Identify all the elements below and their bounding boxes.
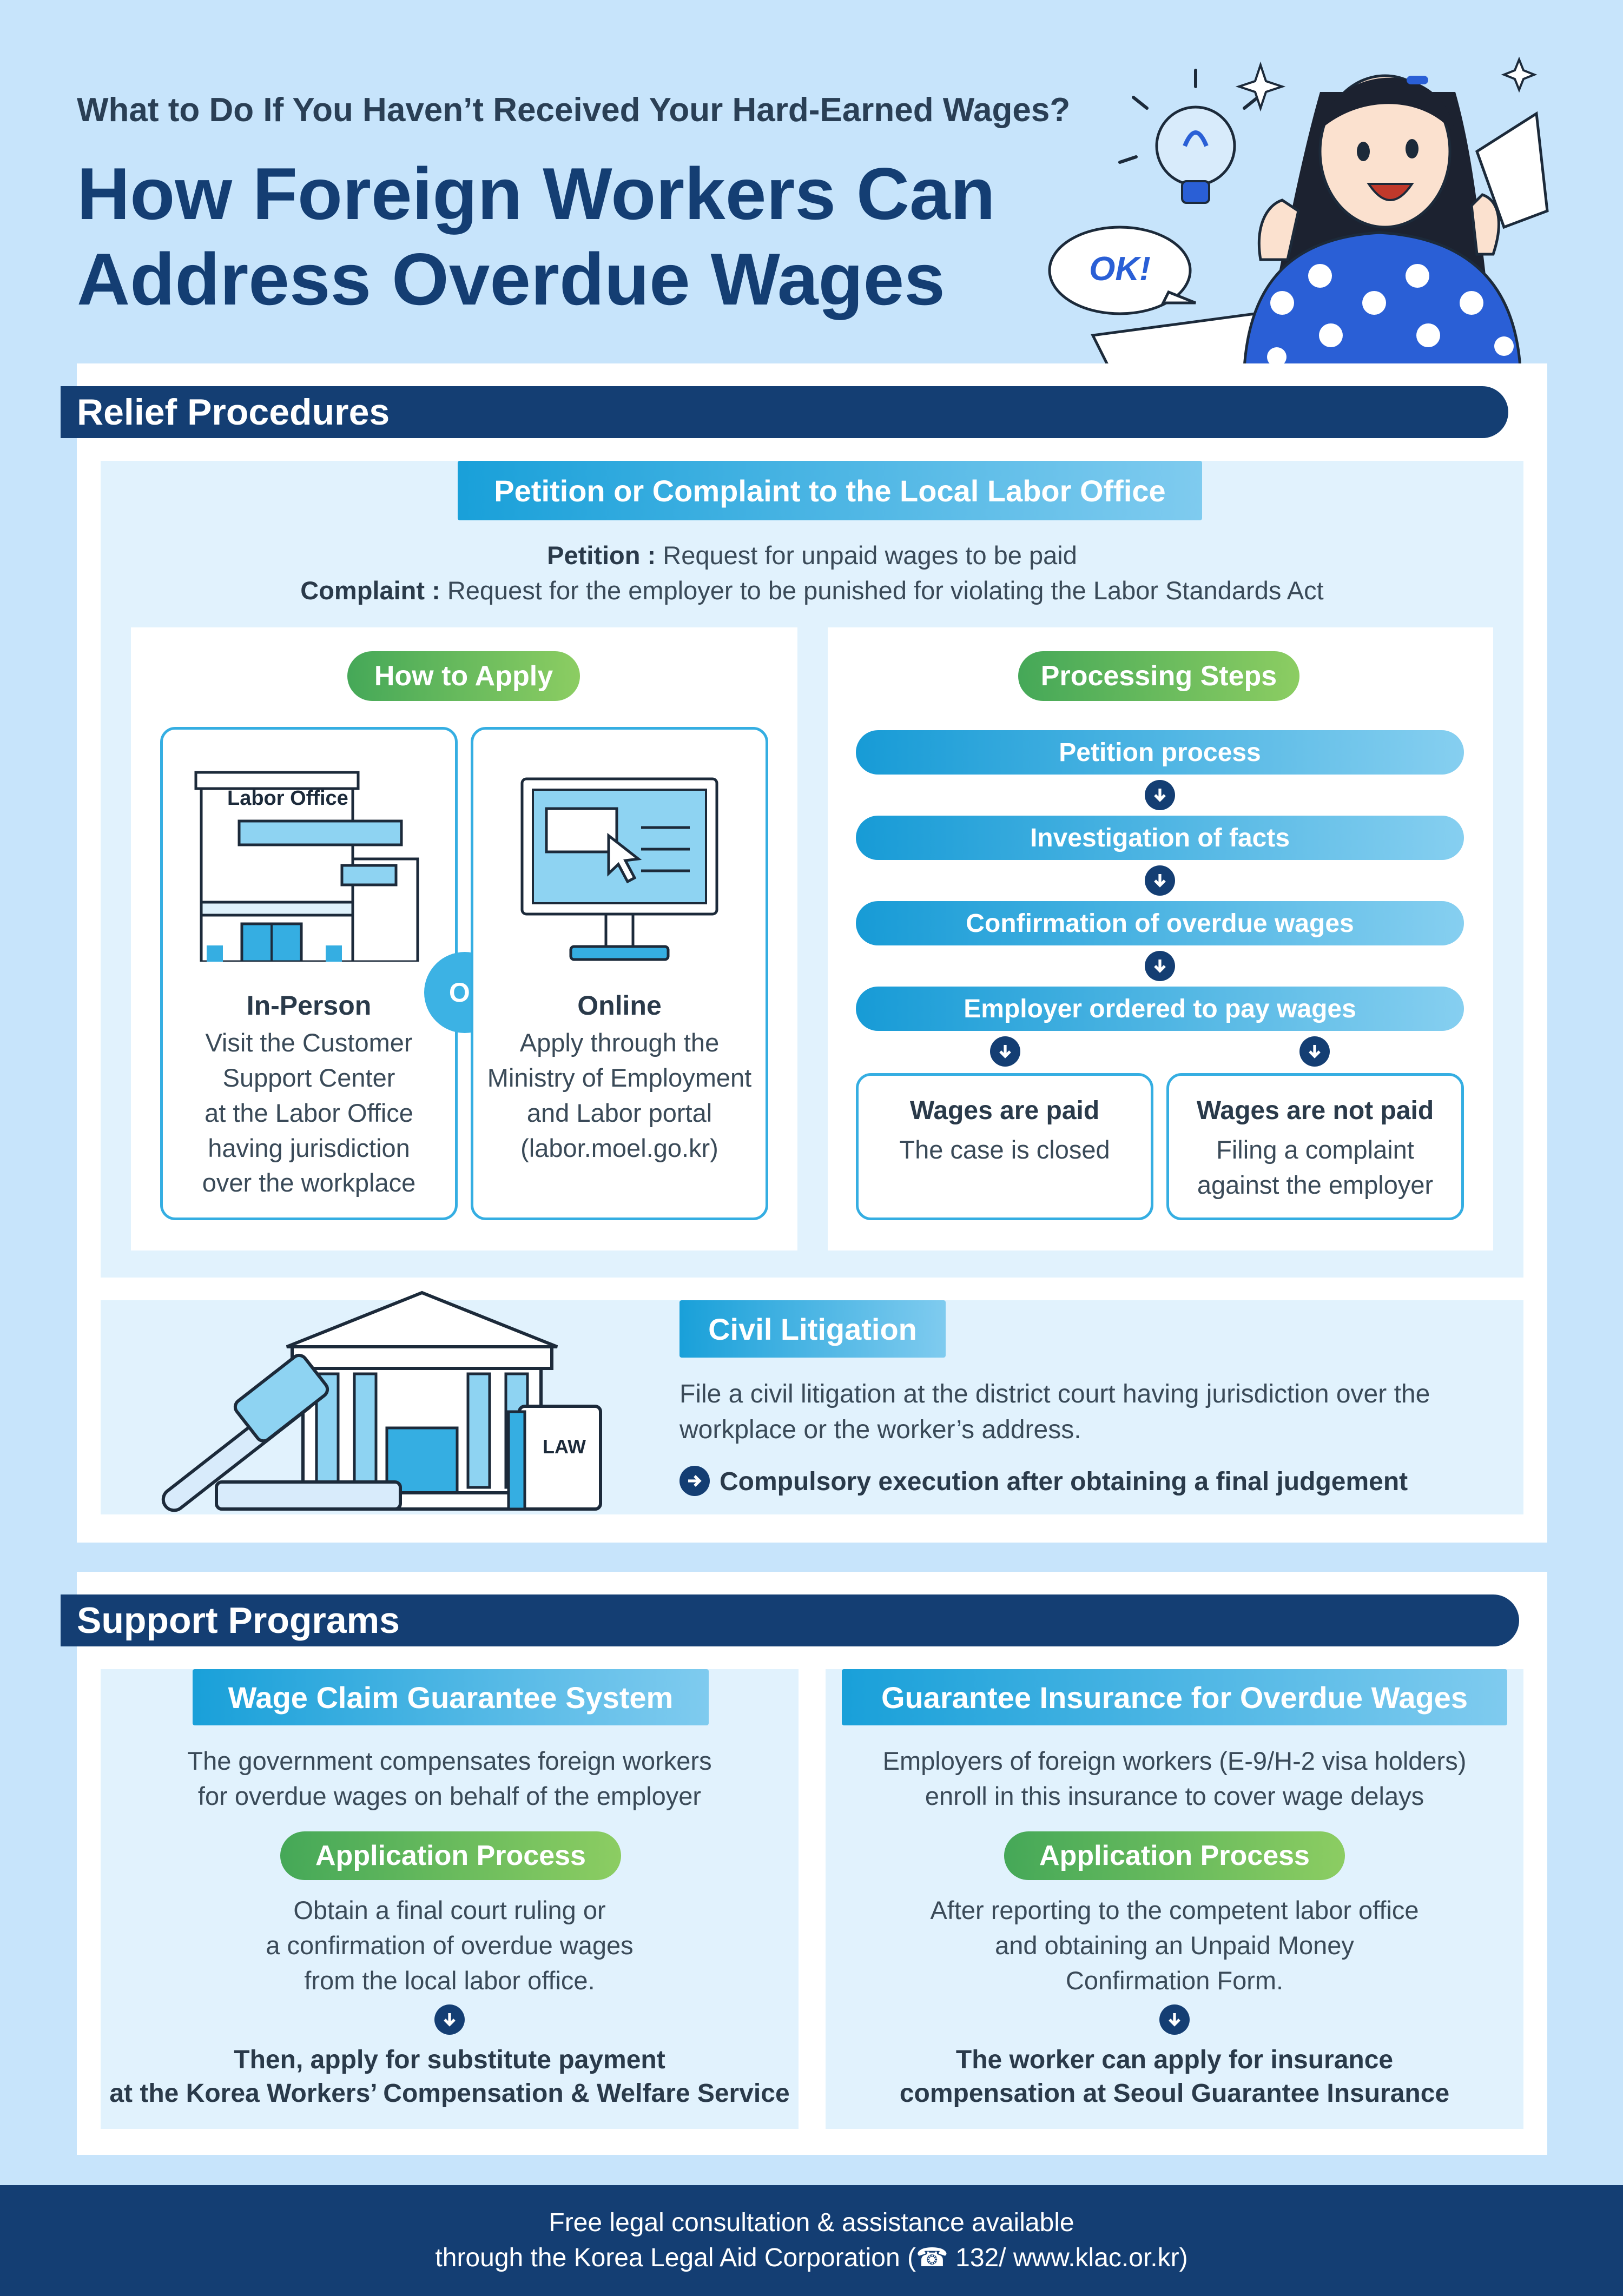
footer-line-1: Free legal consultation & assistance ava… bbox=[549, 2208, 1074, 2237]
wage-claim-process-line: from the local labor office. bbox=[304, 1966, 595, 1995]
courthouse-gavel-illustration bbox=[161, 1291, 602, 1512]
in-person-line: having jurisdiction bbox=[208, 1133, 410, 1162]
petition-desc: Request for unpaid wages to be paid bbox=[663, 541, 1077, 570]
in-person-line: at the Labor Office bbox=[204, 1098, 413, 1127]
insurance-section bbox=[826, 1669, 1523, 2129]
complaint-label: Complaint : bbox=[300, 576, 440, 605]
wages-paid-box bbox=[856, 1073, 1153, 1220]
in-person-title: In-Person bbox=[246, 990, 372, 1021]
page-subtitle: What to Do If You Haven’t Received Your … bbox=[77, 91, 1071, 129]
wages-not-paid-desc: Filing a complaint against the employer bbox=[1166, 1133, 1464, 1203]
wage-claim-result-line: at the Korea Workers’ Compensation & Wel… bbox=[109, 2079, 790, 2108]
petition-definition: Petition : Request for unpaid wages to b… bbox=[101, 538, 1523, 573]
step-investigation: Investigation of facts bbox=[856, 816, 1464, 860]
in-person-line: Visit the Customer bbox=[205, 1028, 413, 1057]
wage-claim-tab: Wage Claim Guarantee System bbox=[193, 1669, 709, 1725]
arrow-down-icon bbox=[1299, 1036, 1330, 1067]
wages-not-paid-box bbox=[1166, 1073, 1464, 1220]
step-petition-process: Petition process bbox=[856, 730, 1464, 775]
wage-claim-process-pill: Application Process bbox=[280, 1831, 621, 1880]
complaint-desc: Request for the employer to be punished … bbox=[447, 576, 1324, 605]
online-line: Apply through the bbox=[519, 1028, 720, 1057]
insurance-process-desc: After reporting to the competent labor o… bbox=[826, 1893, 1523, 1999]
wage-claim-process-desc: Obtain a final court ruling or a confirm… bbox=[101, 1893, 799, 1999]
labor-office-building-icon bbox=[194, 771, 419, 962]
page-title: How Foreign Workers Can Address Overdue … bbox=[77, 151, 995, 322]
wage-claim-process-line: a confirmation of overdue wages bbox=[266, 1930, 634, 1960]
online-line: (labor.moel.go.kr) bbox=[520, 1133, 718, 1162]
how-to-apply-pill: How to Apply bbox=[347, 651, 580, 701]
civil-litigation-desc: File a civil litigation at the district … bbox=[679, 1377, 1491, 1448]
complaint-definition: Complaint : Request for the employer to … bbox=[101, 573, 1523, 608]
arrow-down-icon bbox=[434, 2004, 465, 2035]
wage-claim-desc: The government compensates foreign worke… bbox=[101, 1744, 799, 1814]
wage-claim-section bbox=[101, 1669, 799, 2129]
in-person-desc: Visit the Customer Support Center at the… bbox=[160, 1025, 458, 1201]
arrow-down-icon bbox=[990, 1036, 1020, 1067]
law-book-label: LAW bbox=[543, 1435, 586, 1458]
wages-not-paid-title: Wages are not paid bbox=[1196, 1096, 1434, 1125]
insurance-desc: Employers of foreign workers (E-9/H-2 vi… bbox=[826, 1744, 1523, 1814]
wage-claim-result-line: Then, apply for substitute payment bbox=[234, 2046, 665, 2074]
civil-desc-line: File a civil litigation at the district … bbox=[679, 1380, 1430, 1408]
insurance-desc-line: enroll in this insurance to cover wage d… bbox=[925, 1781, 1424, 1810]
in-person-line: over the workplace bbox=[202, 1168, 416, 1197]
civil-litigation-tab: Civil Litigation bbox=[679, 1300, 946, 1358]
petition-label: Petition : bbox=[547, 541, 656, 570]
arrow-right-icon bbox=[679, 1466, 710, 1496]
title-line-1: How Foreign Workers Can bbox=[77, 153, 995, 235]
woman-illustration bbox=[1048, 56, 1549, 368]
insurance-result-line: compensation at Seoul Guarantee Insuranc… bbox=[899, 2079, 1450, 2108]
footer: Free legal consultation & assistance ava… bbox=[0, 2185, 1623, 2296]
wages-not-paid-line: against the employer bbox=[1197, 1170, 1434, 1199]
step-confirmation: Confirmation of overdue wages bbox=[856, 901, 1464, 945]
insurance-desc-line: Employers of foreign workers (E-9/H-2 vi… bbox=[882, 1746, 1467, 1775]
wages-not-paid-line: Filing a complaint bbox=[1216, 1135, 1414, 1164]
online-desc: Apply through the Ministry of Employment… bbox=[471, 1025, 768, 1166]
labor-office-sign: Labor Office bbox=[227, 787, 348, 810]
wages-paid-title: Wages are paid bbox=[909, 1096, 1100, 1125]
civil-litigation-result: Compulsory execution after obtaining a f… bbox=[720, 1467, 1408, 1496]
online-line: Ministry of Employment bbox=[487, 1063, 752, 1092]
arrow-down-icon bbox=[1145, 951, 1175, 981]
insurance-process-line: and obtaining an Unpaid Money bbox=[995, 1930, 1354, 1960]
wage-claim-desc-line: for overdue wages on behalf of the emplo… bbox=[197, 1781, 702, 1810]
wage-claim-result: Then, apply for substitute payment at th… bbox=[101, 2043, 799, 2111]
title-line-2: Address Overdue Wages bbox=[77, 237, 945, 320]
insurance-process-line: After reporting to the competent labor o… bbox=[930, 1896, 1419, 1924]
relief-procedures-header: Relief Procedures bbox=[61, 386, 1508, 438]
in-person-line: Support Center bbox=[222, 1063, 395, 1092]
wages-paid-desc: The case is closed bbox=[899, 1135, 1110, 1164]
arrow-down-icon bbox=[1145, 865, 1175, 896]
petition-complaint-tab: Petition or Complaint to the Local Labor… bbox=[458, 461, 1202, 520]
insurance-process-pill: Application Process bbox=[1004, 1831, 1345, 1880]
wage-claim-process-line: Obtain a final court ruling or bbox=[293, 1896, 606, 1924]
support-programs-header: Support Programs bbox=[61, 1594, 1519, 1646]
computer-monitor-icon bbox=[520, 777, 718, 961]
insurance-result-line: The worker can apply for insurance bbox=[955, 2046, 1394, 2074]
arrow-down-icon bbox=[1159, 2004, 1190, 2035]
step-employer-ordered: Employer ordered to pay wages bbox=[856, 987, 1464, 1031]
insurance-result: The worker can apply for insurance compe… bbox=[826, 2043, 1523, 2111]
online-title: Online bbox=[577, 990, 662, 1021]
insurance-process-line: Confirmation Form. bbox=[1065, 1966, 1284, 1995]
online-line: and Labor portal bbox=[526, 1098, 712, 1127]
arrow-down-icon bbox=[1145, 780, 1175, 810]
processing-steps-pill: Processing Steps bbox=[1018, 651, 1299, 701]
footer-line-2: through the Korea Legal Aid Corporation … bbox=[435, 2243, 1188, 2272]
speech-bubble-text: OK! bbox=[1089, 250, 1151, 288]
insurance-tab: Guarantee Insurance for Overdue Wages bbox=[842, 1669, 1507, 1725]
wage-claim-desc-line: The government compensates foreign worke… bbox=[187, 1746, 712, 1775]
civil-desc-line: workplace or the worker’s address. bbox=[679, 1415, 1081, 1445]
